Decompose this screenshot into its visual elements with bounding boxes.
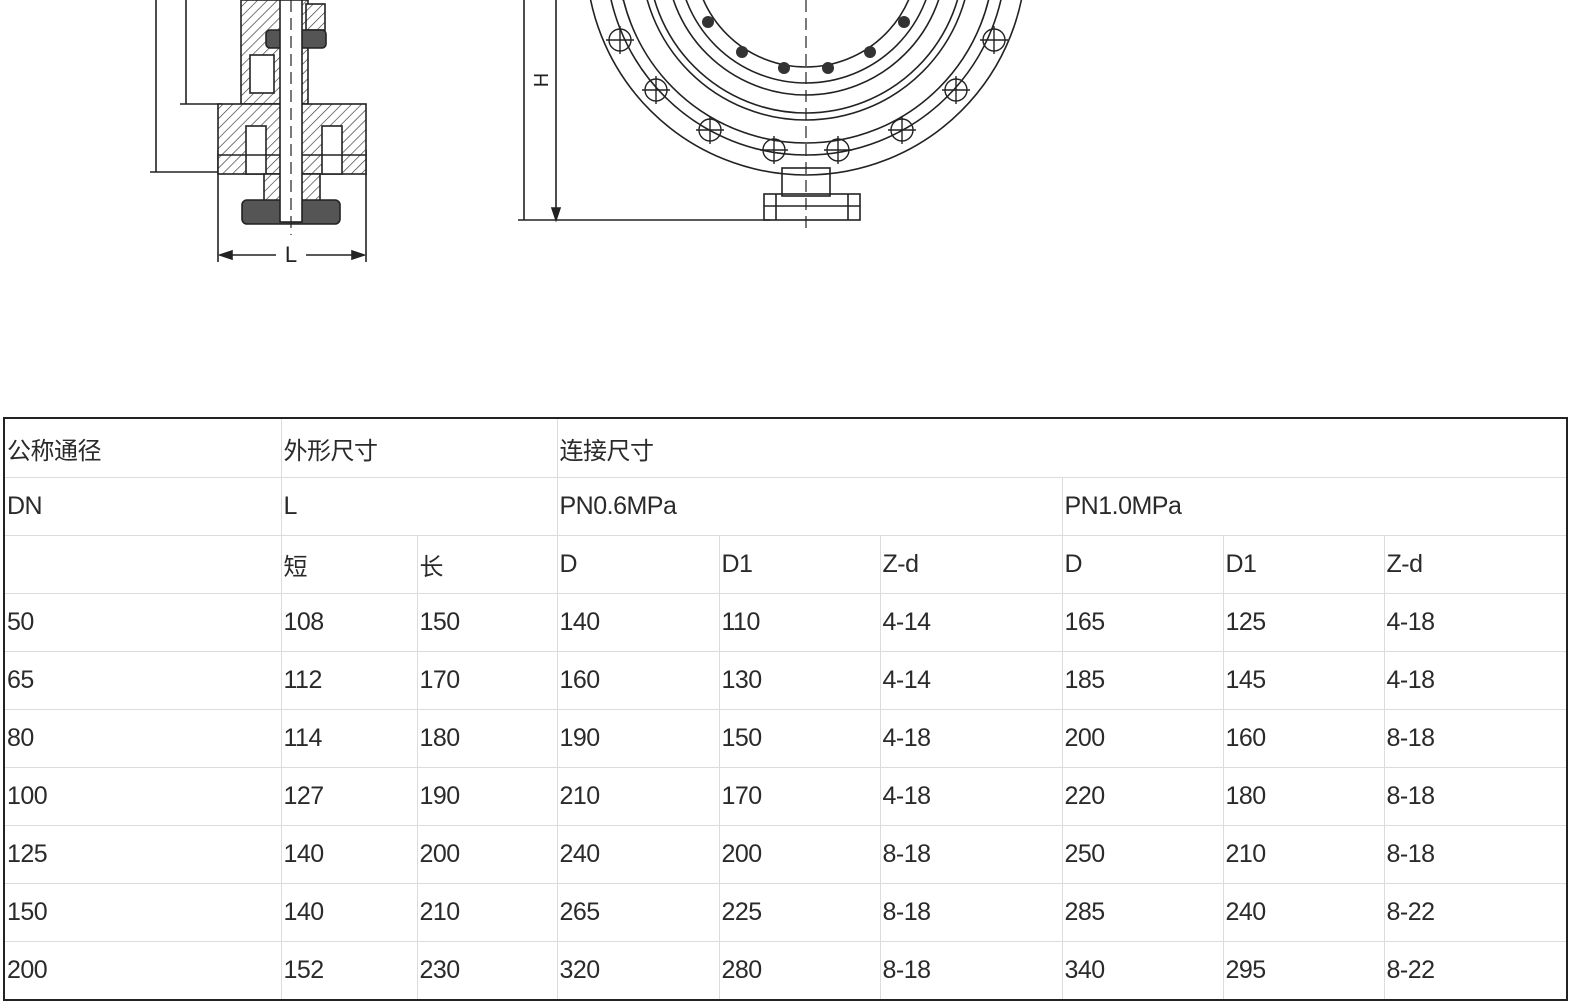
cell-pn10-d: 220 (1062, 767, 1224, 826)
header-pn10: PN1.0MPa (1062, 477, 1567, 536)
cell-l-long: 170 (417, 651, 558, 710)
cell-pn10-zd: 8-18 (1384, 709, 1567, 768)
cell-pn10-d: 185 (1062, 651, 1224, 710)
cell-l-short: 114 (281, 709, 418, 768)
dimension-label-h: H (531, 73, 553, 87)
cell-dn: 50 (4, 593, 282, 652)
cell-pn06-zd: 8-18 (880, 941, 1063, 1001)
cell-l-long: 230 (417, 941, 558, 1001)
header-pn06-zd: Z-d (880, 535, 1063, 594)
cell-l-short: 108 (281, 593, 418, 652)
cell-dn: 80 (4, 709, 282, 768)
table-header-row-1: 公称通径 外形尺寸 连接尺寸 (4, 418, 1567, 478)
cell-l-long: 200 (417, 825, 558, 884)
header-nominal-diameter: 公称通径 (4, 418, 282, 478)
cell-l-long: 210 (417, 883, 558, 942)
cell-pn10-d1: 295 (1223, 941, 1385, 1001)
cell-dn: 125 (4, 825, 282, 884)
cell-pn06-d: 190 (557, 709, 720, 768)
cell-l-short: 140 (281, 883, 418, 942)
header-pn10-d1: D1 (1223, 535, 1385, 594)
cell-l-short: 152 (281, 941, 418, 1001)
cell-l-short: 112 (281, 651, 418, 710)
cell-l-long: 190 (417, 767, 558, 826)
cell-pn06-d1: 130 (719, 651, 881, 710)
cell-pn10-d1: 210 (1223, 825, 1385, 884)
valve-front-view (518, 0, 1023, 230)
cell-l-long: 150 (417, 593, 558, 652)
table-header-row-3: 短 长 D D1 Z-d D D1 Z-d (4, 535, 1567, 594)
header-long: 长 (417, 535, 558, 594)
cell-pn10-zd: 8-18 (1384, 767, 1567, 826)
cell-pn06-zd: 8-18 (880, 883, 1063, 942)
valve-technical-drawing: L (150, 0, 1023, 267)
cell-pn10-zd: 8-22 (1384, 941, 1567, 1001)
cell-pn06-d: 140 (557, 593, 720, 652)
specification-table: 公称通径 外形尺寸 连接尺寸 DN L PN0.6MPa PN1.0MPa 短 … (3, 417, 1568, 1001)
cell-dn: 200 (4, 941, 282, 1001)
header-pn06-d1: D1 (719, 535, 881, 594)
cell-pn06-zd: 4-14 (880, 593, 1063, 652)
cell-pn10-d: 340 (1062, 941, 1224, 1001)
table-header-row-2: DN L PN0.6MPa PN1.0MPa (4, 477, 1567, 536)
cell-pn10-d1: 145 (1223, 651, 1385, 710)
cell-pn06-zd: 4-18 (880, 767, 1063, 826)
header-pn06-d: D (557, 535, 720, 594)
header-connection-dimensions: 连接尺寸 (557, 418, 1567, 478)
header-pn06: PN0.6MPa (557, 477, 1063, 536)
cell-pn10-d: 200 (1062, 709, 1224, 768)
cell-pn06-d: 320 (557, 941, 720, 1001)
table-row: 200 152 230 320 280 8-18 340 295 8-22 (4, 941, 1567, 1001)
cell-pn06-d1: 170 (719, 767, 881, 826)
cell-pn06-d: 240 (557, 825, 720, 884)
cell-pn10-d: 250 (1062, 825, 1224, 884)
table-row: 80 114 180 190 150 4-18 200 160 8-18 (4, 709, 1567, 768)
cell-pn06-zd: 4-14 (880, 651, 1063, 710)
cell-pn06-d: 265 (557, 883, 720, 942)
cell-pn10-d1: 125 (1223, 593, 1385, 652)
cell-pn06-zd: 4-18 (880, 709, 1063, 768)
cell-pn10-d1: 160 (1223, 709, 1385, 768)
cell-dn: 100 (4, 767, 282, 826)
cell-pn06-d1: 225 (719, 883, 881, 942)
cell-dn: 65 (4, 651, 282, 710)
cell-l-short: 140 (281, 825, 418, 884)
cell-pn06-d: 160 (557, 651, 720, 710)
cell-pn06-d: 210 (557, 767, 720, 826)
header-pn10-d: D (1062, 535, 1224, 594)
cell-l-long: 180 (417, 709, 558, 768)
cell-pn10-zd: 4-18 (1384, 593, 1567, 652)
cell-pn06-d1: 280 (719, 941, 881, 1001)
cell-l-short: 127 (281, 767, 418, 826)
header-dn: DN (4, 477, 282, 536)
header-pn10-zd: Z-d (1384, 535, 1567, 594)
table-row: 50 108 150 140 110 4-14 165 125 4-18 (4, 593, 1567, 652)
cell-dn: 150 (4, 883, 282, 942)
table-row: 150 140 210 265 225 8-18 285 240 8-22 (4, 883, 1567, 942)
table-row: 100 127 190 210 170 4-18 220 180 8-18 (4, 767, 1567, 826)
cell-pn06-d1: 110 (719, 593, 881, 652)
header-outer-dimensions: 外形尺寸 (281, 418, 558, 478)
cell-pn10-d1: 240 (1223, 883, 1385, 942)
header-blank (4, 535, 282, 594)
table-row: 65 112 170 160 130 4-14 185 145 4-18 (4, 651, 1567, 710)
cell-pn06-zd: 8-18 (880, 825, 1063, 884)
cell-pn10-d: 285 (1062, 883, 1224, 942)
dimension-label-l: L (285, 242, 297, 267)
cell-pn06-d1: 200 (719, 825, 881, 884)
cell-pn10-d: 165 (1062, 593, 1224, 652)
table-row: 125 140 200 240 200 8-18 250 210 8-18 (4, 825, 1567, 884)
cell-pn10-zd: 8-18 (1384, 825, 1567, 884)
valve-side-view (150, 0, 367, 262)
cell-pn06-d1: 150 (719, 709, 881, 768)
cell-pn10-zd: 4-18 (1384, 651, 1567, 710)
header-l: L (281, 477, 558, 536)
cell-pn10-d1: 180 (1223, 767, 1385, 826)
header-short: 短 (281, 535, 418, 594)
cell-pn10-zd: 8-22 (1384, 883, 1567, 942)
